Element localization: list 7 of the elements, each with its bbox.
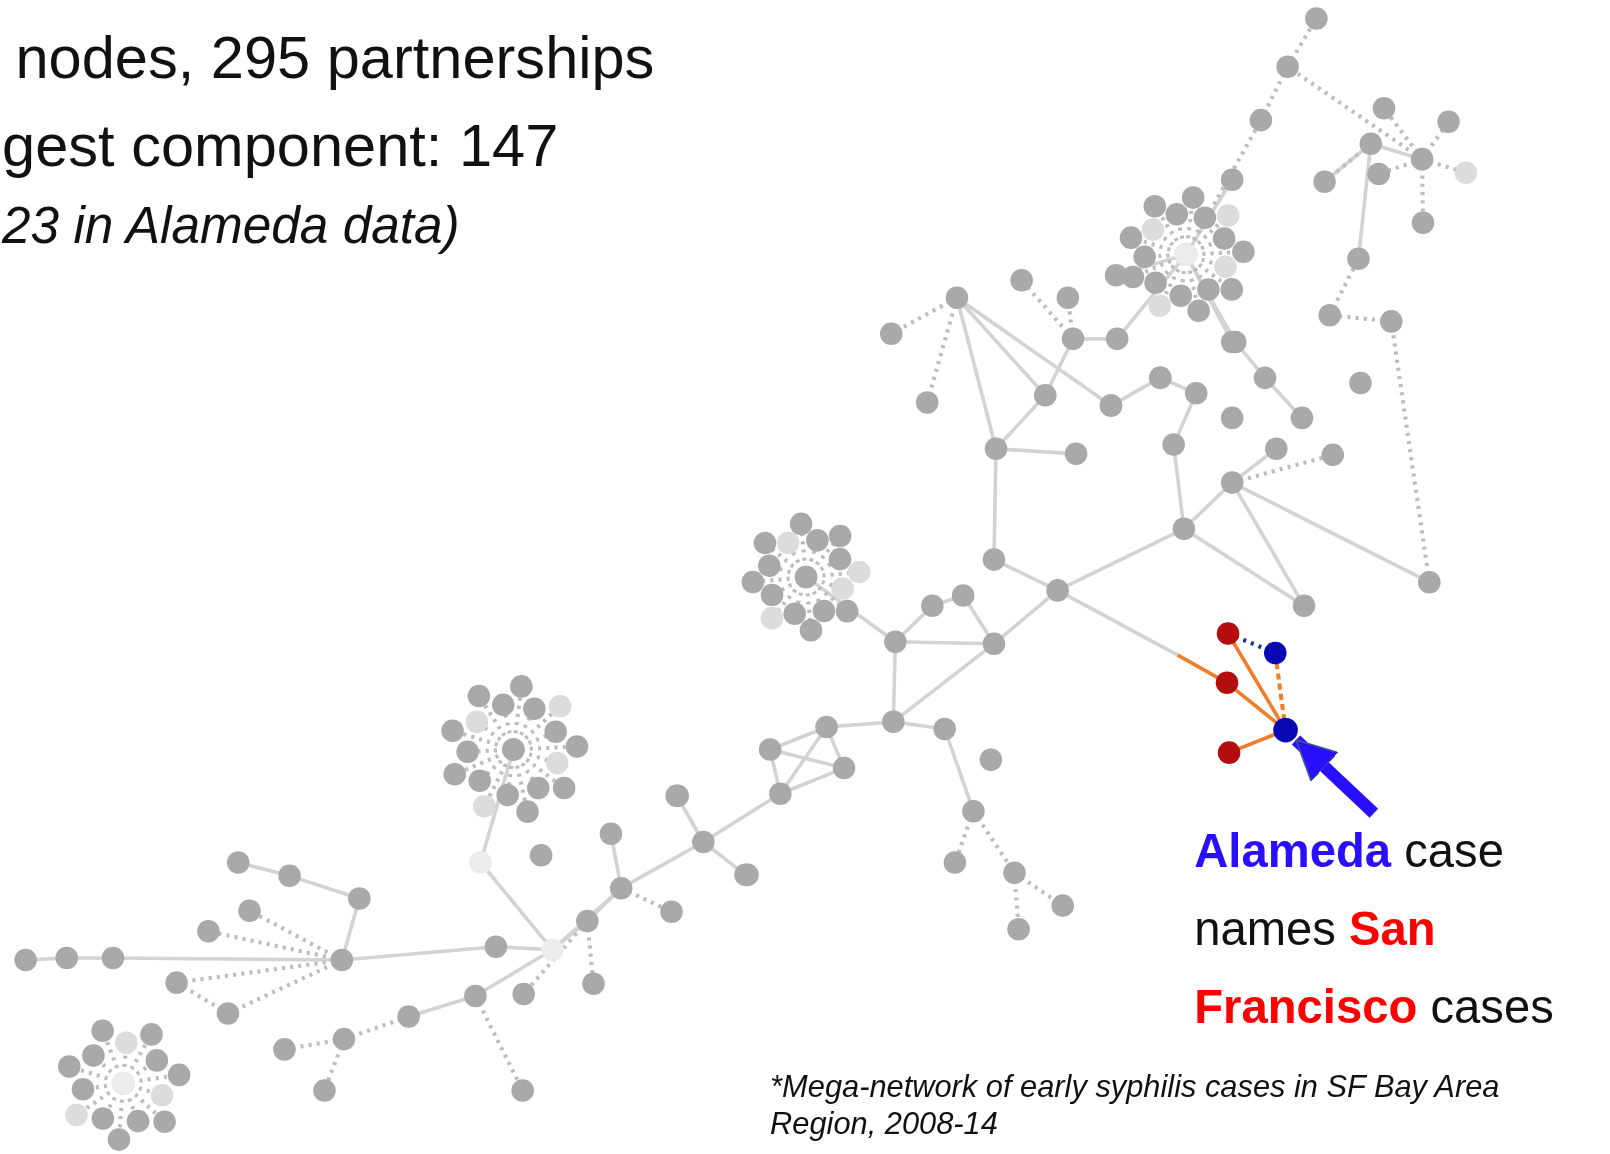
network-node xyxy=(1273,717,1298,743)
annotation-text: Alameda case names San Francisco cases xyxy=(1194,811,1605,1046)
caption-text: *Mega-network of early syphilis cases in SF Bay Area Region, 2008-14 xyxy=(770,1067,1501,1142)
stat-text: gest component: 147 xyxy=(2,112,559,179)
stat-text: 23 in Alameda data) xyxy=(2,198,460,255)
arrow xyxy=(1291,735,1379,818)
stat-text: nodes, 295 partnerships xyxy=(15,24,655,91)
